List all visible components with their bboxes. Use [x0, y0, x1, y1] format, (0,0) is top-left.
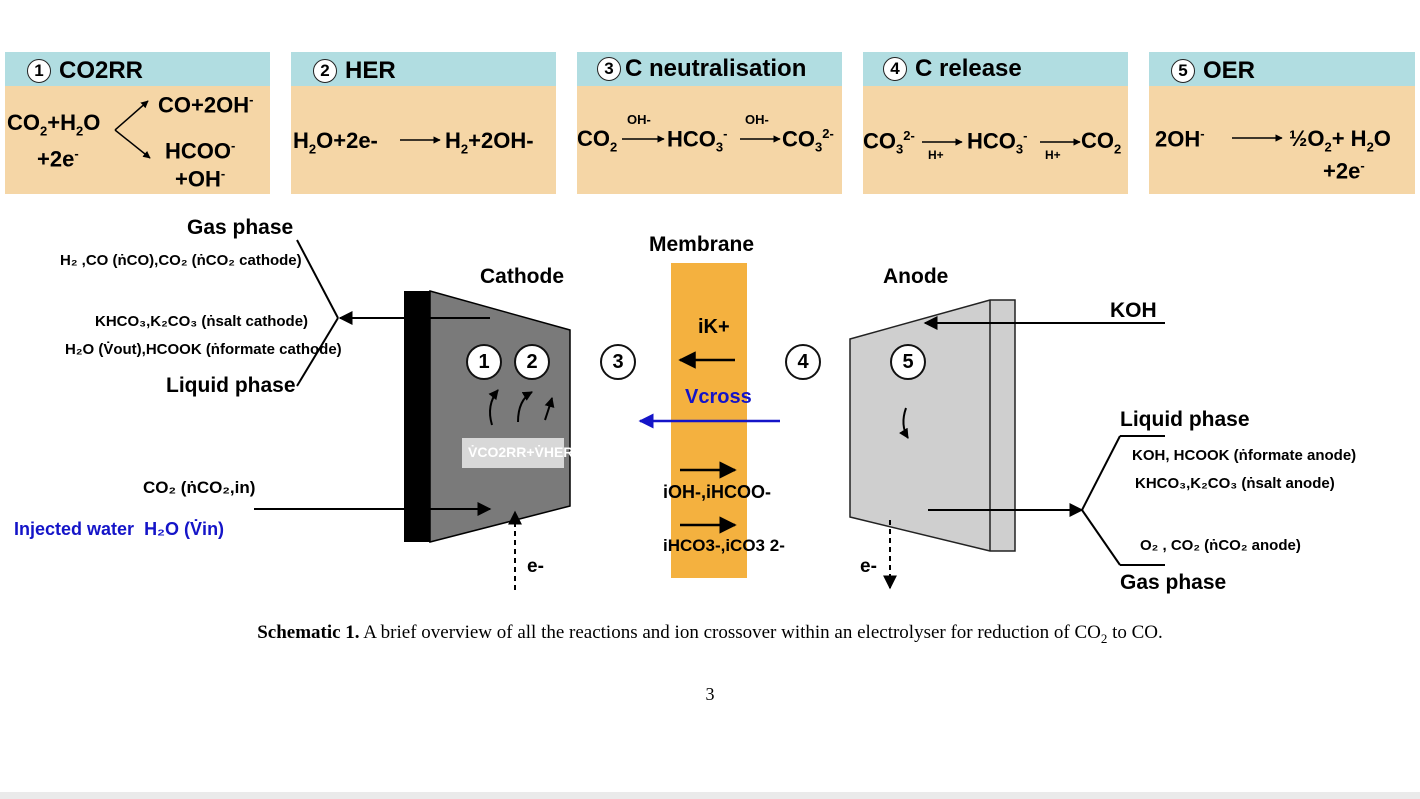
ihco3-label: iHCO3-,iCO3 2-: [663, 536, 785, 555]
panel-oer: 5 OER 2OH- ½O2+ H2O +2e-: [1149, 52, 1415, 194]
co2rr-product-formate: HCOO-: [165, 138, 236, 164]
co2rr-electrons: +2e-: [37, 146, 79, 172]
co2rr-arrow-up: [114, 100, 149, 131]
gas-species-left: H₂ ,CO (ṅCO),CO₂ (ṅCO₂ cathode): [60, 252, 302, 269]
panel-her: 2 HER H2O+2e- H2+2OH-: [291, 52, 556, 194]
panel-title: C release: [915, 55, 1022, 82]
cr-h-label-1: H+: [928, 148, 944, 162]
panel-title: HER: [345, 57, 396, 84]
gas-phase-left-label: Gas phase: [187, 216, 294, 239]
liquid-species-right: KOH, HCOOK (ṅformate anode): [1132, 447, 1357, 464]
cr-co2: CO2: [1081, 128, 1122, 157]
cathode-body: [429, 290, 571, 543]
oer-reactant: 2OH-: [1155, 126, 1205, 152]
cr-hco3: HCO3-: [967, 128, 1028, 157]
oer-products: ½O2+ H2O: [1289, 126, 1391, 155]
salt-right: KHCO₃,K₂CO₃ (ṅsalt anode): [1135, 475, 1335, 492]
liquid-phase-right-label: Liquid phase: [1120, 408, 1250, 431]
salt-left: KHCO₃,K₂CO₃ (ṅsalt cathode): [95, 313, 309, 330]
panel-title: CO2RR: [59, 57, 144, 84]
cathode-label: Cathode: [480, 265, 564, 288]
node-c-neutralisation: 3: [600, 344, 636, 380]
node-oer: 5: [890, 344, 926, 380]
oer-electrons: +2e-: [1323, 158, 1365, 184]
cn-co3: CO32-: [782, 126, 834, 155]
panel-title: OER: [1203, 57, 1256, 84]
injected-water-label: Injected water H₂O (V̇in): [14, 519, 225, 539]
step-number: 3: [597, 57, 621, 81]
koh-label: KOH: [1110, 299, 1157, 322]
cr-co3: CO32-: [863, 128, 915, 157]
ioh-label: iOH-,iHCOO-: [663, 482, 771, 502]
vcross-label: Vcross: [685, 386, 752, 408]
co2-inlet-label: CO₂ (ṅCO₂,in): [143, 478, 256, 497]
panel-header: 1 CO2RR: [5, 52, 270, 86]
step-number: 5: [1171, 59, 1195, 83]
rate-box-bg: [462, 438, 564, 468]
cathode-electron-label: e-: [527, 556, 544, 577]
figure-caption: Schematic 1. A brief overview of all the…: [257, 622, 1163, 646]
cn-hco3: HCO3-: [667, 126, 728, 155]
panel-title: C neutralisation: [625, 55, 807, 82]
panel-c-release: 4 C release CO32- HCO3- CO2 H+ H+: [863, 52, 1128, 194]
page-number: 3: [705, 684, 715, 704]
cn-oh-label-2: OH-: [745, 112, 769, 127]
rate-box-label: V̇CO2RR+V̇HER: [468, 444, 574, 460]
cathode-current-collector: [404, 291, 430, 542]
co2rr-reactants: CO2+H2O: [7, 110, 101, 139]
node-her: 2: [514, 344, 550, 380]
panel-header: 5 OER: [1149, 52, 1415, 86]
anode-label: Anode: [883, 265, 949, 288]
membrane-label: Membrane: [649, 233, 755, 256]
step-number: 1: [27, 59, 51, 83]
co2rr-product-co: CO+2OH-: [158, 92, 254, 118]
liquid-species-left: H₂O (V̇out),HCOOK (ṅformate cathode): [65, 341, 342, 358]
her-products: H2+2OH-: [445, 128, 534, 157]
liquid-phase-left-label: Liquid phase: [166, 374, 296, 397]
co2rr-arrow-down: [114, 129, 151, 159]
anode-electron-label: e-: [860, 556, 877, 577]
ik-label: iK+: [698, 316, 730, 338]
gas-species-right: O₂ , CO₂ (ṅCO₂ anode): [1140, 537, 1301, 554]
co2rr-product-oh: +OH-: [175, 166, 226, 192]
panel-co2rr: 1 CO2RR CO2+H2O +2e- CO+2OH- HCOO- +OH-: [5, 52, 270, 194]
step-number: 2: [313, 59, 337, 83]
node-co2rr: 1: [466, 344, 502, 380]
gas-phase-right-label: Gas phase: [1120, 571, 1227, 594]
viewer-bottom-bar: [0, 792, 1420, 799]
cr-h-label-2: H+: [1045, 148, 1061, 162]
cn-co2: CO2: [577, 126, 618, 155]
step-number: 4: [883, 57, 907, 81]
panel-header: 2 HER: [291, 52, 556, 86]
panel-header: 4 C release: [863, 52, 1128, 86]
her-reactants: H2O+2e-: [293, 128, 378, 157]
node-c-release: 4: [785, 344, 821, 380]
cn-oh-label-1: OH-: [627, 112, 651, 127]
